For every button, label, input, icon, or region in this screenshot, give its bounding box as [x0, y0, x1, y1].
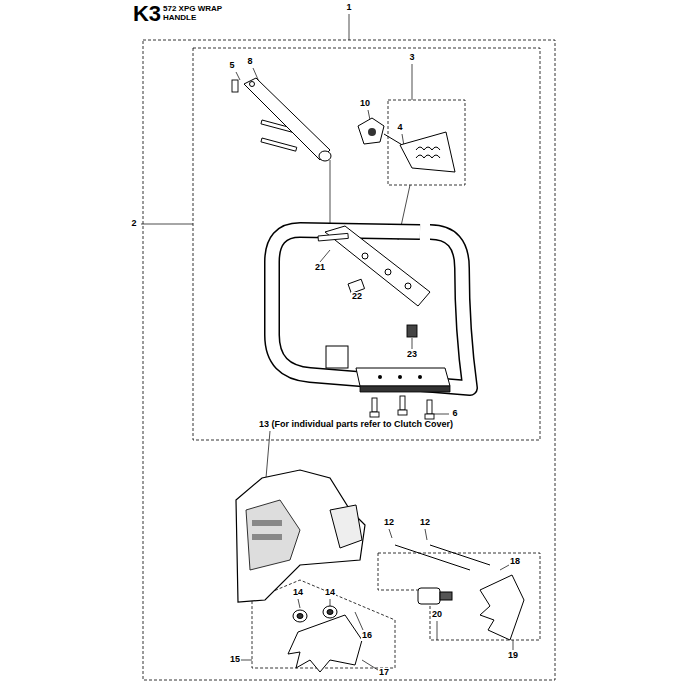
callout-number: 17: [378, 668, 390, 678]
callout-number: 10: [359, 99, 371, 109]
callout-number: 15: [229, 655, 241, 665]
callout-number: 4: [396, 123, 403, 133]
callout-number: 21: [314, 263, 326, 273]
callout-number: 23: [406, 350, 418, 360]
handle-arm: [244, 78, 331, 161]
clutch-cover: [236, 470, 365, 602]
callout-number: 20: [431, 610, 443, 620]
callout-number: 12: [383, 518, 395, 528]
callout-number: 6: [451, 409, 458, 419]
screws: [232, 80, 434, 419]
bumper-spikes: [288, 545, 524, 672]
callout-number: 14: [292, 588, 304, 598]
brake-parts: [358, 118, 455, 172]
callout-number: 2: [130, 219, 137, 229]
group-outlines: [143, 40, 555, 680]
callout-number: 18: [509, 557, 521, 567]
callout-number: 12: [419, 518, 431, 528]
page-code: K3: [132, 2, 162, 26]
callout-number: 13 (For individual parts refer to Clutch…: [258, 420, 454, 430]
callout-number: 19: [507, 651, 519, 661]
callout-number: 1: [345, 3, 352, 13]
callout-number: 3: [408, 53, 415, 63]
callout-number: 8: [246, 57, 253, 67]
callout-number: 14: [324, 588, 336, 598]
callout-number: 5: [228, 61, 235, 71]
callout-number: 16: [361, 631, 373, 641]
diagram-title: 572 XPG WRAP HANDLE: [163, 4, 233, 22]
callout-number: 22: [351, 292, 363, 302]
leader-lines: [141, 14, 513, 670]
front-handle: [272, 226, 470, 392]
